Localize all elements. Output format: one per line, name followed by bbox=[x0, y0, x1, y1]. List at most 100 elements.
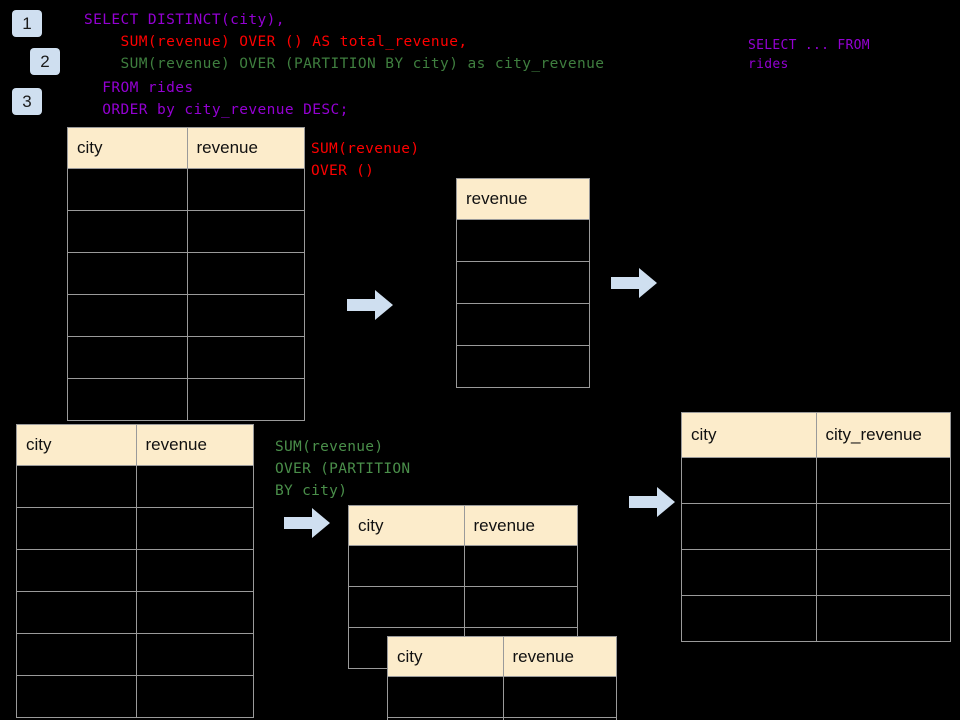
sql-line-city-revenue: SUM(revenue) OVER (PARTITION BY city) as… bbox=[84, 56, 605, 72]
table-row bbox=[456, 219, 590, 262]
table-row bbox=[681, 549, 951, 596]
column-header-city: city bbox=[67, 127, 188, 169]
table-cell bbox=[456, 219, 590, 262]
table-cell bbox=[67, 378, 188, 421]
table-cell bbox=[135, 549, 254, 592]
table-cell bbox=[186, 336, 305, 379]
table-cell bbox=[681, 457, 817, 504]
table-row bbox=[67, 294, 305, 337]
arrow-source-to-partition-icon bbox=[284, 508, 330, 538]
column-header-city_revenue: city_revenue bbox=[815, 412, 951, 458]
column-header-revenue: revenue bbox=[456, 178, 590, 220]
table-cell bbox=[67, 294, 188, 337]
annotation-select-from-rides: SELECT ... FROM rides bbox=[748, 38, 870, 72]
table-cell bbox=[16, 465, 137, 508]
table-cell bbox=[815, 549, 951, 596]
sql-line-from: FROM rides bbox=[84, 80, 194, 96]
step-badge-1: 1 bbox=[12, 10, 42, 37]
table-cell bbox=[348, 545, 465, 587]
table-cell bbox=[815, 457, 951, 504]
table-cell bbox=[67, 168, 188, 211]
table-row bbox=[456, 303, 590, 346]
table-cell bbox=[502, 717, 617, 720]
table-cell bbox=[186, 294, 305, 337]
table-row bbox=[67, 168, 305, 211]
table-row bbox=[16, 591, 254, 634]
table-row bbox=[67, 378, 305, 421]
table-cell bbox=[456, 303, 590, 346]
table-row bbox=[387, 717, 617, 720]
table-cell bbox=[463, 545, 578, 587]
table-cell bbox=[186, 210, 305, 253]
table-row bbox=[16, 633, 254, 676]
table-header-row: revenue bbox=[456, 178, 590, 220]
step-badge-3: 3 bbox=[12, 88, 42, 115]
column-header-revenue: revenue bbox=[135, 424, 254, 466]
table-cell bbox=[67, 210, 188, 253]
table-cell bbox=[681, 549, 817, 596]
table-row bbox=[681, 457, 951, 504]
table-row bbox=[456, 345, 590, 388]
table-cell bbox=[681, 503, 817, 550]
table-row bbox=[16, 549, 254, 592]
table-cell bbox=[135, 465, 254, 508]
table-cell bbox=[463, 586, 578, 628]
table-row bbox=[456, 261, 590, 304]
column-header-city: city bbox=[348, 505, 465, 546]
table-cell bbox=[815, 595, 951, 642]
table-cell bbox=[387, 717, 504, 720]
column-header-revenue: revenue bbox=[186, 127, 305, 169]
step-badge-2: 2 bbox=[30, 48, 60, 75]
table-cell bbox=[186, 378, 305, 421]
sql-line-select: SELECT DISTINCT(city), bbox=[84, 12, 285, 28]
table-row bbox=[348, 586, 578, 628]
column-header-city: city bbox=[16, 424, 137, 466]
arrow-partition-to-result-icon bbox=[629, 487, 675, 517]
table-cell bbox=[16, 675, 137, 718]
column-header-city: city bbox=[681, 412, 817, 458]
table-cell bbox=[681, 595, 817, 642]
table-cell bbox=[135, 675, 254, 718]
table-cell bbox=[387, 676, 504, 718]
arrow-source-to-total-icon bbox=[347, 290, 393, 320]
table-cell bbox=[16, 549, 137, 592]
table-cell bbox=[16, 633, 137, 676]
table-cell bbox=[186, 252, 305, 295]
table-row bbox=[681, 595, 951, 642]
table-cell bbox=[16, 591, 137, 634]
table-row bbox=[16, 507, 254, 550]
table-row bbox=[387, 676, 617, 718]
table-cell bbox=[67, 252, 188, 295]
table-cell bbox=[456, 261, 590, 304]
table-cell bbox=[135, 633, 254, 676]
table-row bbox=[16, 675, 254, 718]
table-row bbox=[348, 545, 578, 587]
table-cell bbox=[348, 586, 465, 628]
table-cell bbox=[502, 676, 617, 718]
table-cell bbox=[67, 336, 188, 379]
arrow-total-to-result-icon bbox=[611, 268, 657, 298]
annotation-sum-over-empty: SUM(revenue) OVER () bbox=[311, 141, 420, 179]
table-row bbox=[67, 210, 305, 253]
table-cell bbox=[186, 168, 305, 211]
table-cell bbox=[135, 591, 254, 634]
total-revenue-table: revenue bbox=[456, 178, 590, 388]
sql-line-order-by: ORDER by city_revenue DESC; bbox=[84, 102, 349, 118]
sql-line-total-revenue: SUM(revenue) OVER () AS total_revenue, bbox=[84, 34, 468, 50]
column-header-city: city bbox=[387, 636, 504, 677]
table-row bbox=[681, 503, 951, 550]
table-cell bbox=[16, 507, 137, 550]
table-row bbox=[67, 336, 305, 379]
column-header-revenue: revenue bbox=[463, 505, 578, 546]
annotation-sum-over-partition: SUM(revenue) OVER (PARTITION BY city) bbox=[275, 439, 411, 499]
